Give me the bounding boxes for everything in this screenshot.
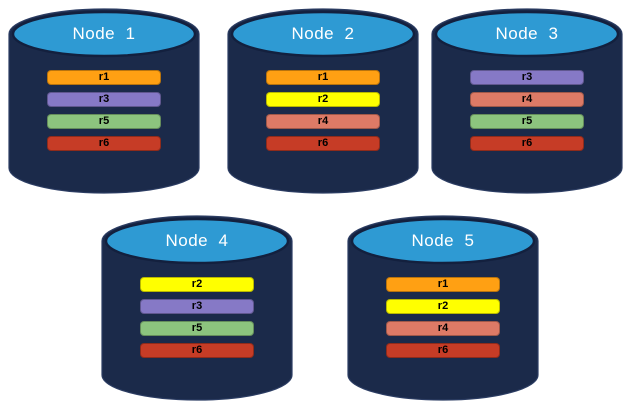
partition-label: r5 <box>521 115 533 127</box>
node-title: Node 2 <box>291 24 355 43</box>
node-title: Node 5 <box>411 231 475 250</box>
partition-list: r3 r4 r5 r6 <box>431 70 623 158</box>
partition-label: r4 <box>317 115 329 127</box>
partition-list: r1 r2 r4 r6 <box>347 277 539 365</box>
cylinder-cap-shape <box>350 217 536 265</box>
node-title: Node 1 <box>72 24 136 43</box>
partition-list: r1 r2 r4 r6 <box>227 70 419 158</box>
partition-label: r5 <box>98 115 110 127</box>
partition-bar: r1 <box>386 277 500 292</box>
partition-bar: r4 <box>470 92 584 107</box>
partition-label: r4 <box>437 322 449 334</box>
partition-bar: r3 <box>47 92 161 107</box>
cylinder-cap-shape <box>434 10 620 58</box>
partition-bar: r1 <box>47 70 161 85</box>
partition-bar: r5 <box>140 321 254 336</box>
partition-bar: r5 <box>47 114 161 129</box>
partition-label: r3 <box>98 93 110 105</box>
partition-bar: r6 <box>266 136 380 151</box>
node-title: Node 4 <box>165 231 229 250</box>
node-title: Node 3 <box>495 24 559 43</box>
partition-bar: r4 <box>386 321 500 336</box>
partition-label: r1 <box>98 71 110 83</box>
cylinder-cap-shape <box>104 217 290 265</box>
partition-label: r6 <box>317 137 329 149</box>
database-node: Node 1 r1 r3 r5 r6 <box>8 8 200 194</box>
partition-label: r6 <box>191 344 203 356</box>
partition-bar: r6 <box>386 343 500 358</box>
cylinder-cap-shape <box>11 10 197 58</box>
partition-bar: r1 <box>266 70 380 85</box>
database-node: Node 2 r1 r2 r4 r6 <box>227 8 419 194</box>
partition-bar: r2 <box>386 299 500 314</box>
partition-bar: r3 <box>140 299 254 314</box>
partition-bar: r6 <box>470 136 584 151</box>
partition-bar: r2 <box>140 277 254 292</box>
partition-bar: r6 <box>47 136 161 151</box>
partition-list: r1 r3 r5 r6 <box>8 70 200 158</box>
partition-label: r3 <box>521 71 533 83</box>
partition-label: r3 <box>191 300 203 312</box>
partition-bar: r6 <box>140 343 254 358</box>
partition-label: r6 <box>521 137 533 149</box>
partition-label: r2 <box>191 278 203 290</box>
partition-label: r5 <box>191 322 203 334</box>
database-node: Node 5 r1 r2 r4 r6 <box>347 215 539 401</box>
partition-bar: r3 <box>470 70 584 85</box>
partition-label: r1 <box>317 71 329 83</box>
database-node: Node 4 r2 r3 r5 r6 <box>101 215 293 401</box>
partition-list: r2 r3 r5 r6 <box>101 277 293 365</box>
partition-bar: r5 <box>470 114 584 129</box>
cylinder-cap-shape <box>230 10 416 58</box>
partition-bar: r2 <box>266 92 380 107</box>
partition-bar: r4 <box>266 114 380 129</box>
partition-label: r4 <box>521 93 533 105</box>
database-node: Node 3 r3 r4 r5 r6 <box>431 8 623 194</box>
partition-label: r2 <box>317 93 329 105</box>
partition-label: r2 <box>437 300 449 312</box>
partition-label: r6 <box>98 137 110 149</box>
partition-label: r6 <box>437 344 449 356</box>
partition-label: r1 <box>437 278 449 290</box>
